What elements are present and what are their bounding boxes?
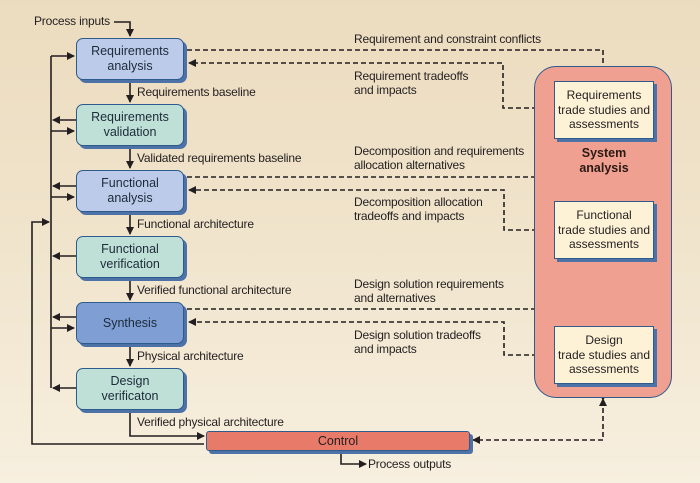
exchange-line: Requirement tradeoffs xyxy=(354,69,469,83)
exchange-line: Design solution requirements xyxy=(354,277,504,291)
exchange-line: and impacts xyxy=(354,83,417,97)
feedback-bus-outer xyxy=(31,218,204,445)
exchange-line: allocation alternatives xyxy=(354,158,465,172)
process-outputs-arrow xyxy=(340,451,367,468)
process-inputs-arrow xyxy=(114,21,134,37)
box-label: analysis xyxy=(107,191,153,205)
exchange-line: tradeoffs and impacts xyxy=(354,209,465,223)
title-line: analysis xyxy=(579,161,629,175)
system-analysis-title: System analysis xyxy=(560,146,648,176)
exchange-line: Requirement and constraint conflicts xyxy=(354,32,541,46)
trade-label: assessments xyxy=(568,362,640,377)
exchange-line: Decomposition and requirements xyxy=(354,144,525,158)
exchange-line: and impacts xyxy=(354,342,417,356)
flow-label: Validated requirements baseline xyxy=(137,151,302,165)
dashed-link xyxy=(188,59,553,109)
flow-label: Verified functional architecture xyxy=(137,283,292,297)
flow-label: Physical architecture xyxy=(137,349,244,363)
synthesis-box[interactable]: Synthesis xyxy=(76,302,184,344)
dashed-link xyxy=(188,318,553,356)
process-outputs-label: Process outputs xyxy=(368,457,452,471)
trade-label: assessments xyxy=(568,117,640,132)
trade-label: trade studies and xyxy=(557,347,651,362)
dashed-link xyxy=(188,186,553,231)
process-inputs-label: Process inputs xyxy=(34,14,110,28)
box-label: Requirements xyxy=(91,44,169,58)
trade-label: assessments xyxy=(568,237,640,252)
box-label: Requirements xyxy=(91,110,169,124)
trade-label: trade studies and xyxy=(557,102,651,117)
box-label: verificaton xyxy=(101,389,159,403)
exchange-line: Decomposition allocation xyxy=(354,195,483,209)
flow-arrow xyxy=(129,411,205,440)
box-label: analysis xyxy=(107,59,153,73)
flow-label: Requirements baseline xyxy=(137,85,256,99)
box-label: Design xyxy=(110,374,150,388)
exchange-line: Design solution tradeoffs xyxy=(354,328,481,342)
trade-label: Functional xyxy=(576,208,632,223)
trade-label: trade studies and xyxy=(557,222,651,237)
box-label: verification xyxy=(100,257,160,271)
box-label: Functional xyxy=(101,242,159,256)
dashed-link xyxy=(472,393,607,444)
box-label: Synthesis xyxy=(102,315,158,330)
flow-label: Verified physical architecture xyxy=(137,415,284,429)
title-line: System xyxy=(581,146,627,160)
trade-label: Design xyxy=(585,333,623,348)
box-label: Functional xyxy=(101,176,159,190)
exchange-line: and alternatives xyxy=(354,291,436,305)
flow-label: Functional architecture xyxy=(137,217,254,231)
control-box[interactable]: Control xyxy=(206,431,470,451)
trade-label: Requirements xyxy=(566,88,642,103)
box-label: validation xyxy=(103,125,157,139)
exchange-label: Requirement and constraint conflicts xyxy=(354,32,541,46)
